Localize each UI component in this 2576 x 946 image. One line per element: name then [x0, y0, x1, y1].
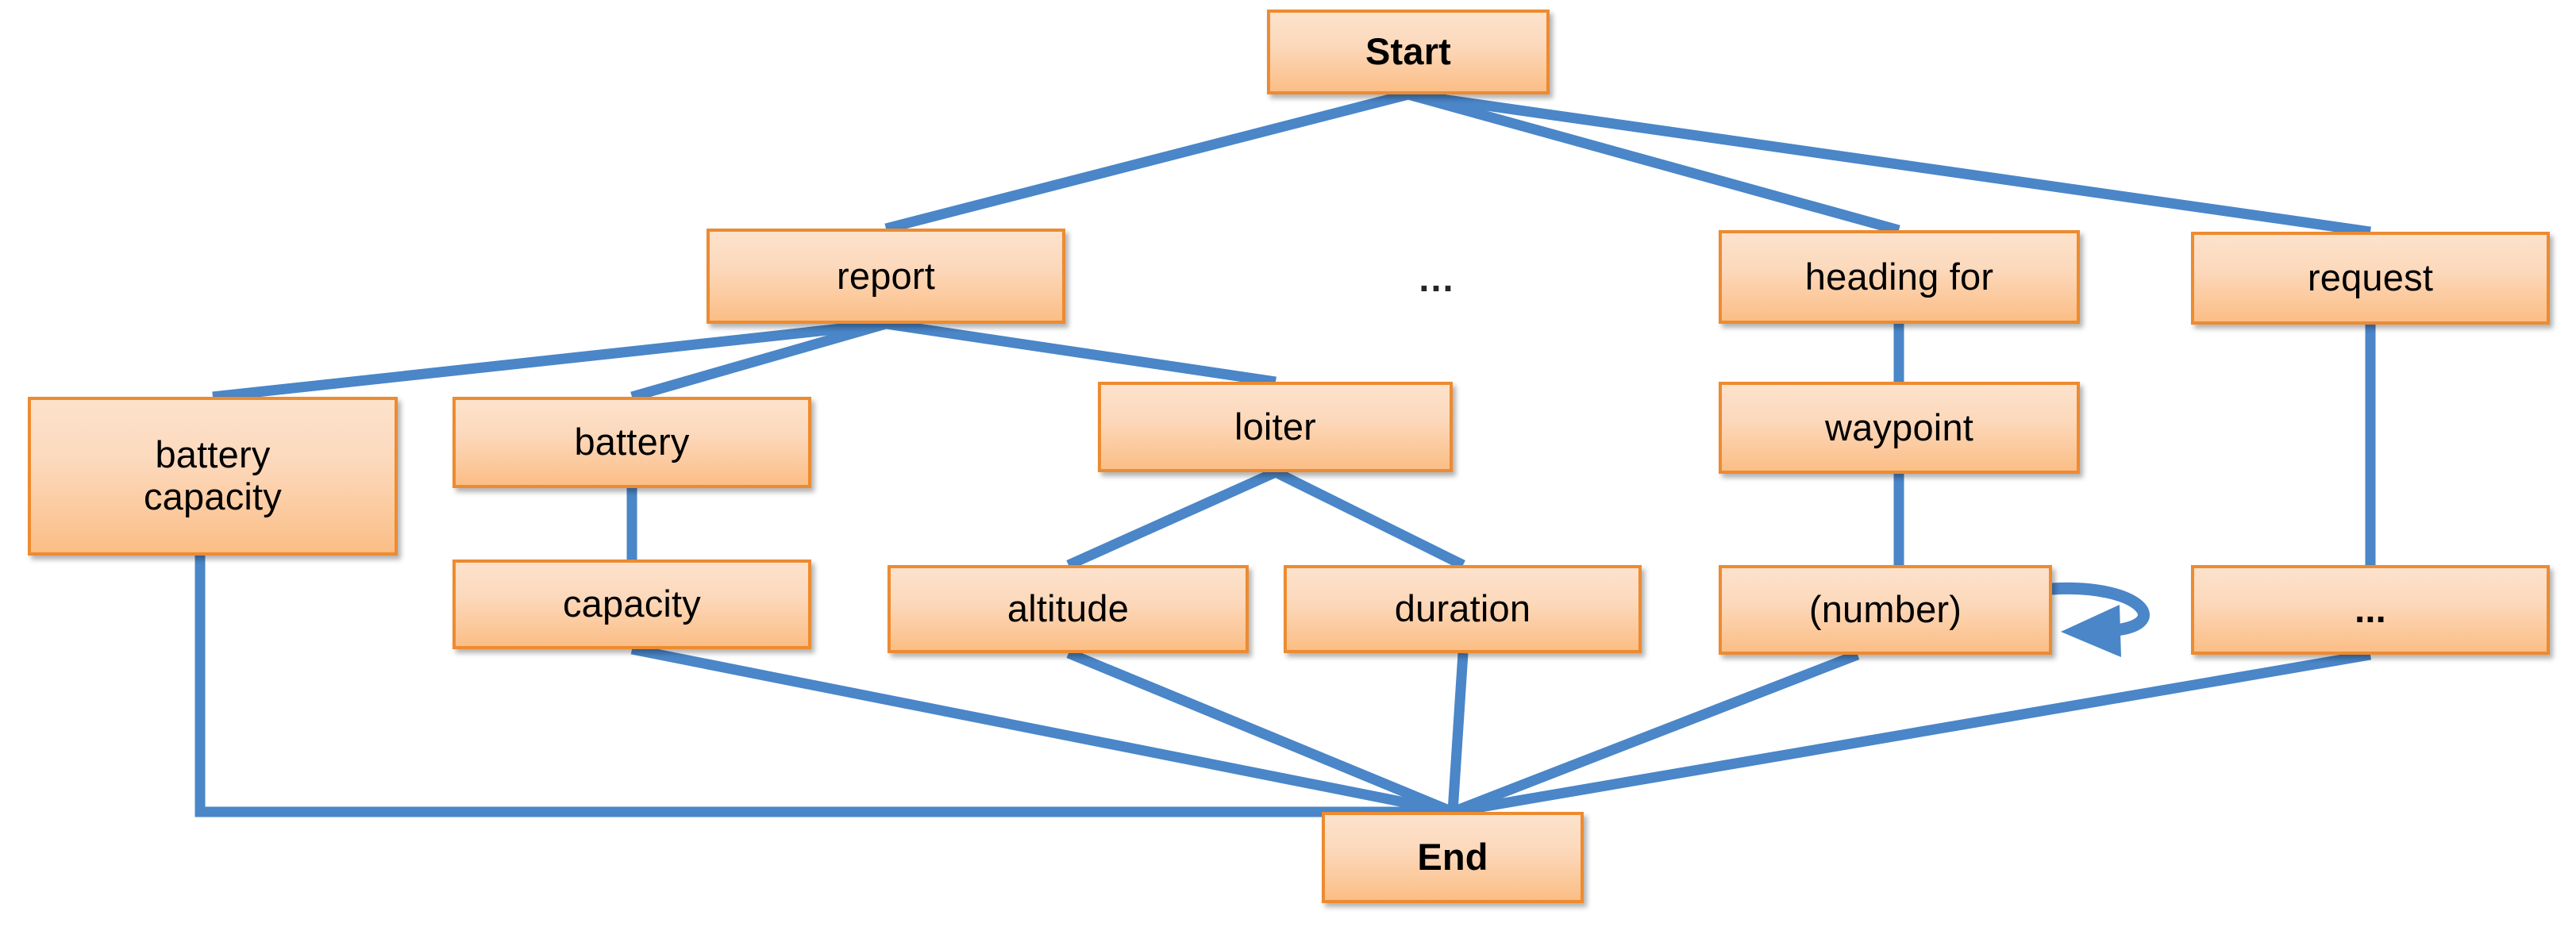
edge-loiter-altitude — [1066, 467, 1278, 570]
edge-number-end — [1450, 649, 1860, 817]
edge-battery-capacity-end — [194, 556, 1453, 817]
edge-dots-end — [1451, 649, 2372, 817]
node-report[interactable]: report — [707, 229, 1065, 324]
node-battery-capacity[interactable]: battery capacity — [28, 397, 398, 556]
node-heading-for[interactable]: heading for — [1719, 230, 2080, 324]
node-start[interactable]: Start — [1267, 10, 1550, 94]
node-end[interactable]: End — [1322, 812, 1584, 903]
node-ellipsis-box[interactable]: ... — [2191, 565, 2550, 655]
node-capacity[interactable]: capacity — [452, 560, 811, 649]
edge-report-loiter — [885, 318, 1276, 387]
node-loiter[interactable]: loiter — [1098, 382, 1453, 472]
edge-duration-end — [1447, 652, 1469, 813]
edge-start-report — [884, 89, 1410, 234]
node-battery[interactable]: battery — [452, 397, 811, 488]
edge-altitude-end — [1066, 648, 1455, 817]
edge-report-battery-capacity — [212, 318, 887, 402]
node-altitude[interactable]: altitude — [888, 565, 1249, 653]
edge-report-battery — [630, 318, 888, 402]
edge-capacity-end — [630, 644, 1454, 817]
edge-start-heading-for — [1407, 89, 1900, 236]
edge-loiter-duration — [1273, 467, 1465, 570]
node-number[interactable]: (number) — [1719, 565, 2052, 655]
ellipsis-label: ... — [1419, 256, 1455, 299]
node-waypoint[interactable]: waypoint — [1719, 382, 2080, 474]
edge-start-request — [1407, 89, 2371, 237]
edge-number-self-loop — [2046, 582, 2150, 657]
node-request[interactable]: request — [2191, 232, 2550, 325]
node-duration[interactable]: duration — [1284, 565, 1642, 653]
